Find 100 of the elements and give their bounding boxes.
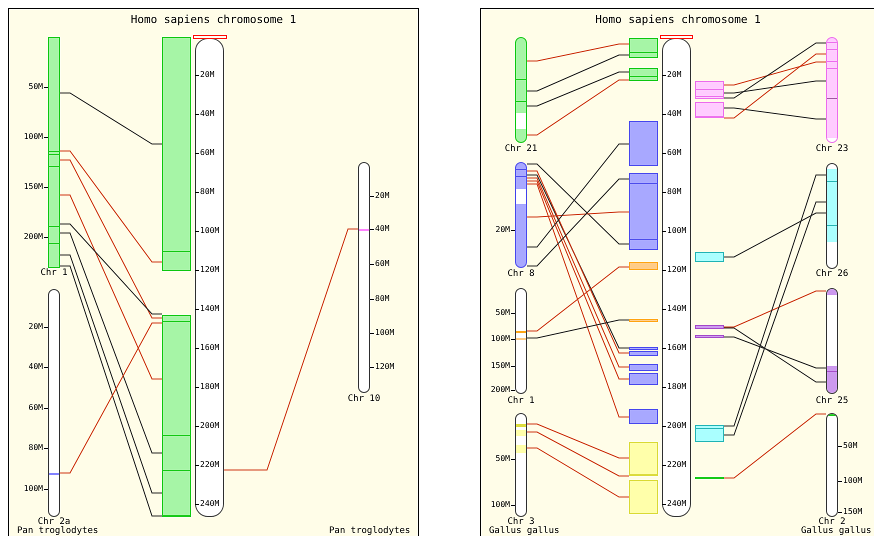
synteny-block <box>629 173 658 250</box>
chromosome-label: Chr 8 <box>507 270 535 279</box>
species-label: Pan troglodytes <box>329 527 410 536</box>
synteny-block <box>629 38 658 58</box>
tick-label: 40M <box>28 363 48 371</box>
tick-label: 40M <box>662 110 682 118</box>
connector-line <box>60 224 162 314</box>
tick-label: 220M <box>195 461 220 469</box>
chromosome-label: Chr 2a <box>38 518 70 527</box>
synteny-block <box>629 121 658 166</box>
chromosome-label: Chr 1 <box>40 269 68 278</box>
chromosome-label: Chr 25 <box>816 397 848 406</box>
connector-line <box>60 194 162 380</box>
connector-line <box>526 178 630 266</box>
connector-line <box>526 212 630 218</box>
tick-label: 100M <box>662 227 686 235</box>
connector-line <box>526 44 630 62</box>
tick-label: 20M <box>496 226 515 234</box>
chromosome-label: Chr 23 <box>816 145 848 154</box>
tick-label: 80M <box>28 444 48 452</box>
connector-line <box>526 144 630 248</box>
connector-line <box>724 54 826 118</box>
tick-label: 100M <box>195 227 220 235</box>
chart-panel <box>8 8 419 536</box>
tick-label: 200M <box>195 422 220 430</box>
connector-line <box>526 432 630 476</box>
chromosome-bar <box>662 38 691 517</box>
tick-label: 60M <box>662 149 682 157</box>
synteny-block <box>629 262 658 270</box>
connector-line <box>60 150 162 262</box>
connector-line <box>724 80 826 94</box>
tick-label: 50M <box>838 442 858 450</box>
tick-label: 200M <box>490 386 515 394</box>
synteny-block <box>162 315 191 517</box>
chromosome-bar <box>195 38 224 517</box>
connector-line <box>724 290 826 328</box>
synteny-block <box>629 373 658 385</box>
connector-line <box>60 232 162 454</box>
tick-label: 200M <box>662 422 686 430</box>
tick-label: 120M <box>195 266 220 274</box>
chromosome-label: Chr 10 <box>348 395 380 404</box>
synteny-block <box>695 252 724 262</box>
tick-label: 200M <box>24 233 48 241</box>
tick-label: 50M <box>496 455 515 463</box>
tick-label: 20M <box>195 71 214 79</box>
tick-label: 100M <box>24 485 48 493</box>
species-label: Gallus gallus <box>801 527 872 536</box>
tick-label: 240M <box>195 500 220 508</box>
connector-line <box>724 62 826 86</box>
connector-line <box>526 80 630 136</box>
tick-label: 100M <box>490 501 515 509</box>
connector-line <box>724 212 826 258</box>
tick-label: 20M <box>370 192 390 200</box>
connector-line <box>60 322 162 474</box>
tick-label: 60M <box>28 404 48 412</box>
synteny-block <box>629 409 658 424</box>
tick-label: 240M <box>662 500 686 508</box>
tick-label: 80M <box>370 295 390 303</box>
tick-label: 60M <box>195 149 214 157</box>
synteny-block <box>695 325 724 329</box>
tick-label: 180M <box>195 383 220 391</box>
tick-label: 60M <box>370 260 390 268</box>
tick-label: 150M <box>490 362 515 370</box>
connector-line <box>724 42 826 98</box>
chromosome-label: Chr 1 <box>507 397 535 406</box>
tick-label: 80M <box>195 188 214 196</box>
chromosome-label: Chr 26 <box>816 270 848 279</box>
connector-line <box>60 160 162 318</box>
synteny-block <box>629 68 658 81</box>
tick-label: 100M <box>838 477 862 485</box>
chart-panel <box>480 8 874 536</box>
connector-line <box>724 328 826 382</box>
tick-label: 160M <box>195 344 220 352</box>
connector-line <box>724 108 826 120</box>
connector-line <box>526 448 630 498</box>
panel-title: Homo sapiens chromosome 1 <box>595 14 761 25</box>
tick-label: 120M <box>662 266 686 274</box>
tick-label: 150M <box>24 183 48 191</box>
connector-line <box>526 72 630 106</box>
tick-label: 40M <box>195 110 214 118</box>
tick-label: 140M <box>195 305 220 313</box>
connector-line <box>526 184 630 418</box>
tick-label: 150M <box>838 508 862 516</box>
connector-line <box>724 336 826 368</box>
synteny-block <box>695 102 724 118</box>
tick-label: 100M <box>370 329 394 337</box>
tick-label: 20M <box>28 323 48 331</box>
chromosome-label: Chr 21 <box>504 145 538 154</box>
connector-line <box>224 228 358 470</box>
connector-line <box>526 266 630 332</box>
synteny-block <box>629 480 658 514</box>
tick-label: 140M <box>662 305 686 313</box>
synteny-block <box>629 347 658 350</box>
species-label: Gallus gallus <box>489 527 560 536</box>
tick-label: 120M <box>370 363 394 371</box>
tick-label: 20M <box>662 71 682 79</box>
synteny-block <box>695 81 724 99</box>
tick-label: 160M <box>662 344 686 352</box>
synteny-block <box>629 319 658 322</box>
tick-label: 50M <box>496 309 515 317</box>
